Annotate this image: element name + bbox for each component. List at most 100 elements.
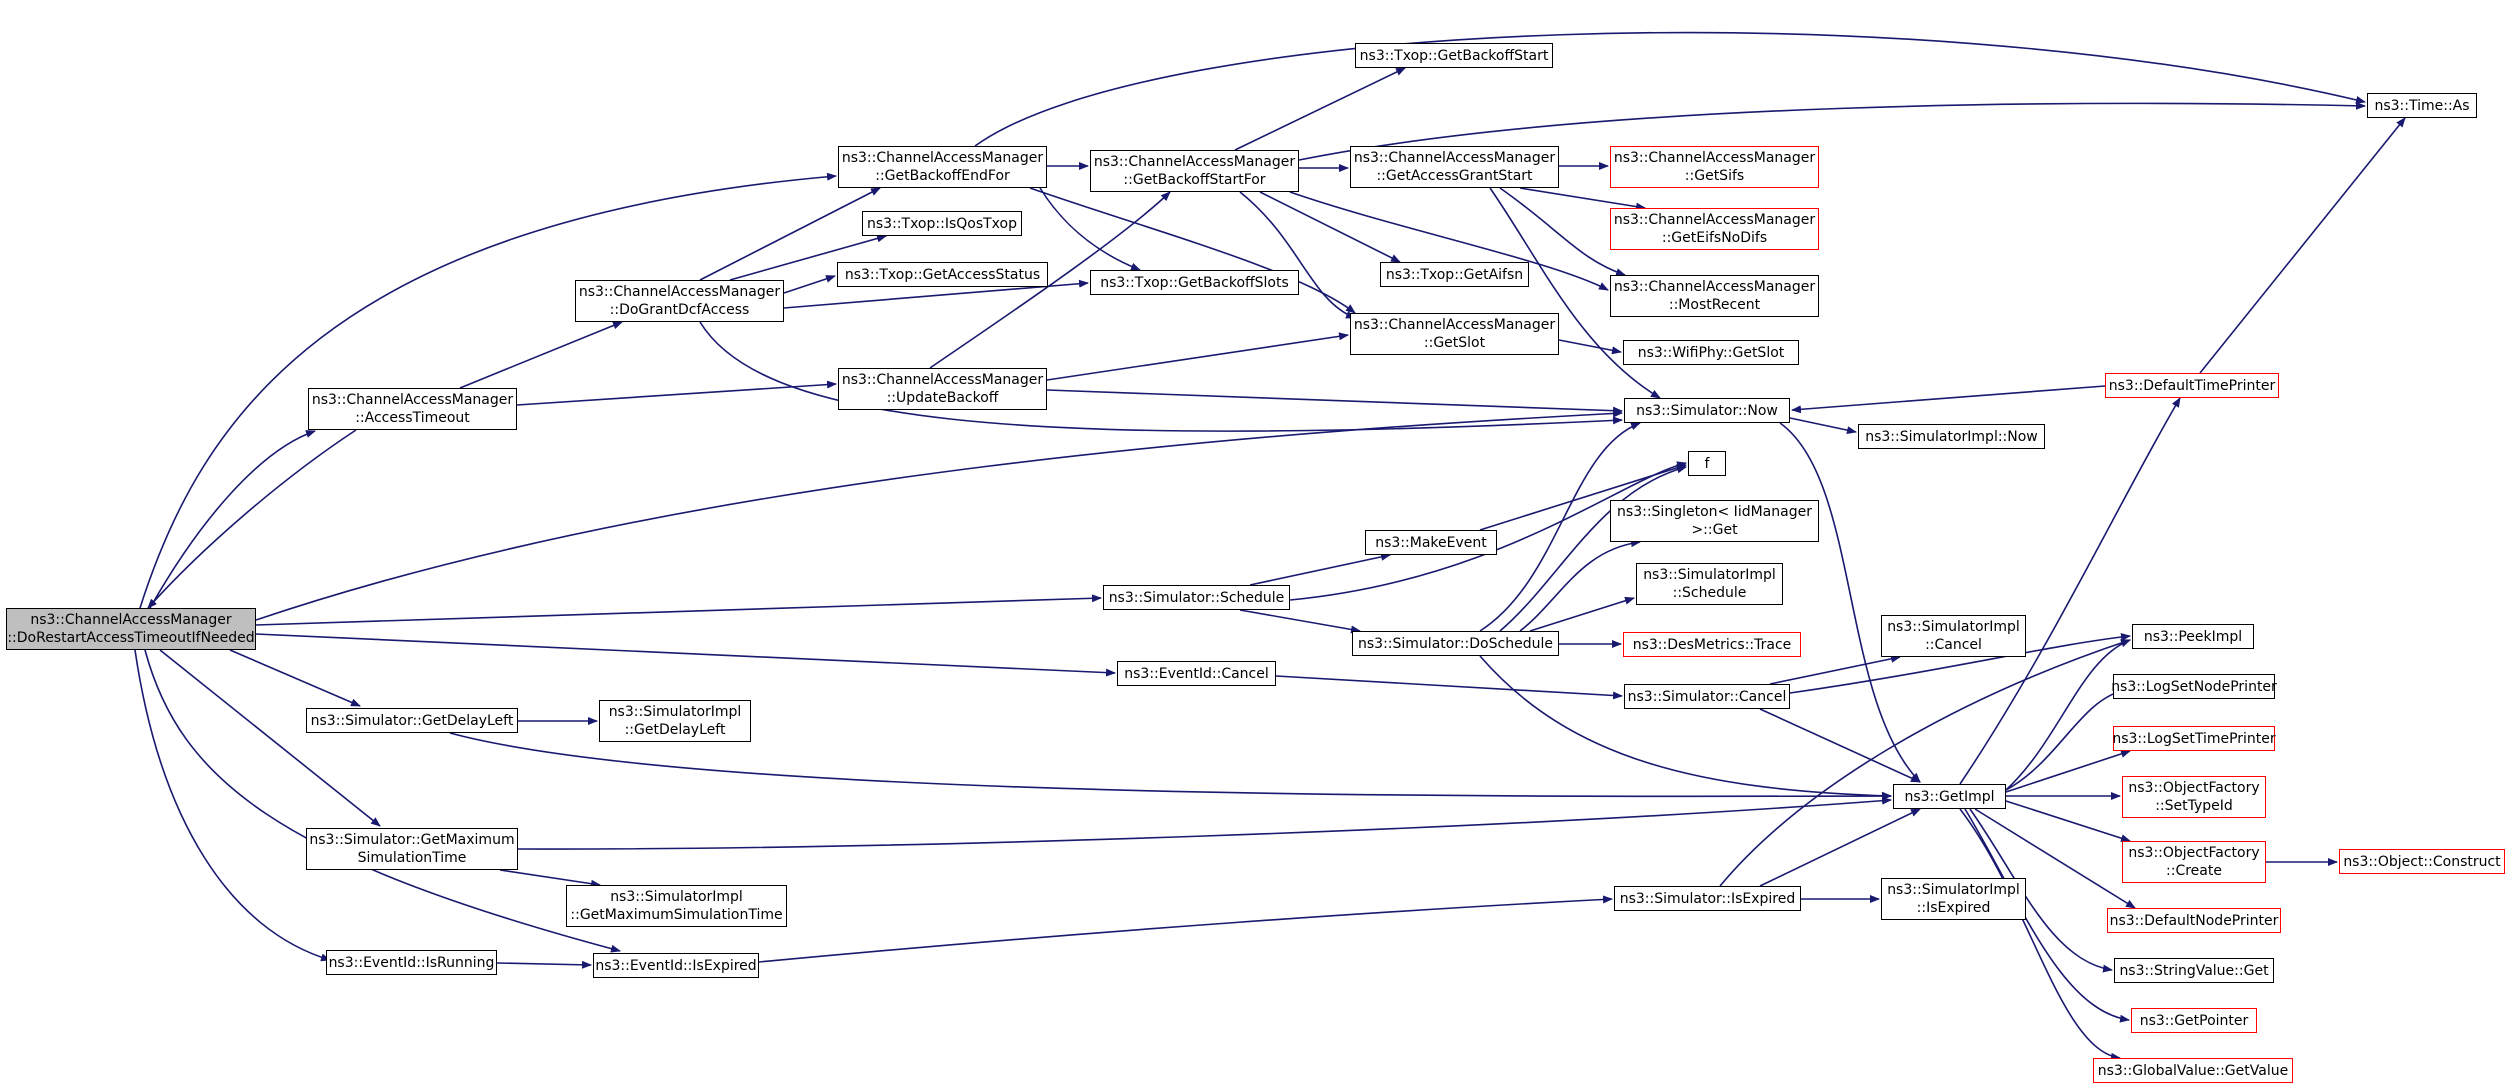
node-simulator-do-schedule[interactable]: ns3::Simulator::DoSchedule [1352,631,1559,656]
node-label: ns3::Txop::IsQosTxop [867,215,1017,232]
node-get-sifs[interactable]: ns3::ChannelAccessManager ::GetSifs [1610,146,1819,188]
node-txop-is-qos-txop[interactable]: ns3::Txop::IsQosTxop [862,211,1022,236]
node-label-line1: ns3::SimulatorImpl [1643,567,1776,583]
node-get-impl[interactable]: ns3::GetImpl [1893,784,2006,809]
edge-update-backoff-to-get-backoff-start-for [929,191,1171,369]
node-label-line1: ns3::ChannelAccessManager [578,284,781,300]
node-label-line2: SimulationTime [357,850,467,866]
edge-simulator-is-expired-to-peek-impl [1719,639,2131,887]
edge-get-impl-to-default-node-printer [1974,808,2136,909]
node-txop-get-access-status[interactable]: ns3::Txop::GetAccessStatus [837,262,1048,287]
node-global-value-get-value[interactable]: ns3::GlobalValue::GetValue [2093,1058,2293,1083]
node-access-timeout[interactable]: ns3::ChannelAccessManager ::AccessTimeou… [308,388,517,430]
node-label-line1: ns3::ObjectFactory [2128,845,2260,861]
node-txop-get-aifsn[interactable]: ns3::Txop::GetAifsn [1380,262,1529,287]
node-label-line1: ns3::SimulatorImpl [1887,619,2020,635]
node-string-value-get[interactable]: ns3::StringValue::Get [2114,958,2274,983]
edge-get-impl-to-get-pointer [1964,808,2130,1023]
node-event-id-is-running[interactable]: ns3::EventId::IsRunning [326,950,497,975]
edge-root-to-get-delay-left [229,649,361,707]
node-label-line1: ns3::ObjectFactory [2128,780,2260,796]
node-time-as[interactable]: ns3::Time::As [2367,93,2477,118]
node-label-line1: ns3::ChannelAccessManager [311,392,514,408]
node-label: ns3::StringValue::Get [2119,962,2269,979]
node-label: ns3::Object::Construct [2343,853,2501,870]
node-label-line2: >::Get [1691,522,1738,538]
node-do-grant-dcf-access[interactable]: ns3::ChannelAccessManager ::DoGrantDcfAc… [575,280,784,322]
edge-get-maximum-simulation-time-to-get-impl [517,796,1892,850]
node-wifi-phy-get-slot[interactable]: ns3::WifiPhy::GetSlot [1623,340,1799,365]
node-log-set-time-printer[interactable]: ns3::LogSetTimePrinter [2112,726,2276,751]
node-simulator-schedule[interactable]: ns3::Simulator::Schedule [1103,585,1290,610]
node-label: ns3::Simulator::Cancel [1627,688,1787,705]
edge-get-impl-to-default-time-printer [1959,397,2181,785]
node-get-slot[interactable]: ns3::ChannelAccessManager ::GetSlot [1350,313,1559,355]
node-most-recent[interactable]: ns3::ChannelAccessManager ::MostRecent [1610,275,1819,317]
node-des-metrics-trace[interactable]: ns3::DesMetrics::Trace [1623,632,1801,657]
node-label: ns3::GetImpl [1904,788,1995,805]
node-simulator-now[interactable]: ns3::Simulator::Now [1624,398,1790,423]
edge-get-impl-to-global-value-get-value [1959,808,2121,1061]
node-simulator-is-expired[interactable]: ns3::Simulator::IsExpired [1614,886,1801,911]
node-label-line2: ::SetTypeId [2155,798,2233,814]
edge-simulator-now-to-get-impl [1779,422,1921,783]
node-simulator-impl-get-maximum-simulation-time[interactable]: ns3::SimulatorImpl ::GetMaximumSimulatio… [566,885,787,927]
edge-do-grant-dcf-access-to-txop-get-access-status [783,275,836,294]
node-simulator-impl-now[interactable]: ns3::SimulatorImpl::Now [1858,424,2045,449]
node-simulator-impl-is-expired[interactable]: ns3::SimulatorImpl ::IsExpired [1881,878,2026,920]
node-get-pointer[interactable]: ns3::GetPointer [2131,1008,2257,1033]
node-simulator-cancel[interactable]: ns3::Simulator::Cancel [1624,684,1790,709]
node-get-maximum-simulation-time[interactable]: ns3::Simulator::GetMaximum SimulationTim… [306,828,518,870]
node-label: ns3::EventId::IsExpired [595,957,757,974]
node-txop-get-backoff-start[interactable]: ns3::Txop::GetBackoffStart [1355,43,1553,68]
node-label-line2: ::GetSifs [1684,168,1745,184]
node-label-line1: ns3::ChannelAccessManager [1353,317,1556,333]
node-get-access-grant-start[interactable]: ns3::ChannelAccessManager ::GetAccessGra… [1350,146,1559,188]
node-label: ns3::DefaultNodePrinter [2109,912,2279,929]
node-label: ns3::Simulator::Schedule [1108,589,1285,606]
edge-root-to-event-id-cancel [255,633,1116,677]
node-label-line1: ns3::ChannelAccessManager [1353,150,1556,166]
node-default-time-printer[interactable]: ns3::DefaultTimePrinter [2105,373,2279,398]
node-label-line2: ::GetMaximumSimulationTime [570,907,783,923]
node-object-construct[interactable]: ns3::Object::Construct [2339,849,2505,874]
edge-get-access-grant-start-to-simulator-now [1489,187,1661,399]
node-event-id-cancel[interactable]: ns3::EventId::Cancel [1117,661,1276,686]
node-label-line2: ::IsExpired [1916,900,1991,916]
edge-default-time-printer-to-simulator-now [1791,385,2106,414]
node-get-backoff-end-for[interactable]: ns3::ChannelAccessManager ::GetBackoffEn… [838,146,1047,188]
node-label: ns3::Txop::GetAccessStatus [844,266,1041,283]
node-peek-impl[interactable]: ns3::PeekImpl [2132,624,2254,649]
node-update-backoff[interactable]: ns3::ChannelAccessManager ::UpdateBackof… [838,368,1047,410]
node-get-backoff-start-for[interactable]: ns3::ChannelAccessManager ::GetBackoffSt… [1090,150,1299,192]
node-default-node-printer[interactable]: ns3::DefaultNodePrinter [2107,908,2281,933]
node-simulator-impl-schedule[interactable]: ns3::SimulatorImpl ::Schedule [1636,563,1783,605]
node-object-factory-set-type-id[interactable]: ns3::ObjectFactory ::SetTypeId [2122,776,2266,818]
edge-simulator-cancel-to-peek-impl [1789,633,2131,694]
node-make-event[interactable]: ns3::MakeEvent [1365,530,1497,555]
node-object-factory-create[interactable]: ns3::ObjectFactory ::Create [2122,841,2266,883]
edge-get-backoff-start-for-to-time-as [1298,101,2366,161]
edge-simulator-cancel-to-get-impl [1759,708,1921,783]
edge-get-backoff-start-for-to-most-recent [1289,191,1609,291]
node-txop-get-backoff-slots[interactable]: ns3::Txop::GetBackoffSlots [1090,270,1299,295]
edge-root-to-simulator-schedule [255,594,1102,626]
edge-simulator-do-schedule-to-f [1499,465,1687,632]
edge-root-to-get-maximum-simulation-time [159,649,381,827]
node-get-eifs-no-difs[interactable]: ns3::ChannelAccessManager ::GetEifsNoDif… [1610,208,1819,250]
node-label-line1: ns3::ChannelAccessManager [1613,150,1816,166]
node-label: ns3::Simulator::GetDelayLeft [310,712,514,729]
node-label-line2: ::AccessTimeout [355,410,470,426]
node-label-line1: ns3::Singleton< IidManager [1617,504,1812,520]
node-simulator-impl-get-delay-left[interactable]: ns3::SimulatorImpl ::GetDelayLeft [599,700,751,742]
node-get-delay-left[interactable]: ns3::Simulator::GetDelayLeft [306,708,518,733]
node-label: ns3::WifiPhy::GetSlot [1637,344,1785,361]
node-label: ns3::DefaultTimePrinter [2108,377,2276,394]
node-event-id-is-expired[interactable]: ns3::EventId::IsExpired [593,953,759,978]
node-f[interactable]: f [1688,451,1726,476]
edge-root-to-get-backoff-end-for [139,172,837,609]
node-log-set-node-printer[interactable]: ns3::LogSetNodePrinter [2111,674,2277,699]
node-label-line2: ::GetBackoffEndFor [875,168,1010,184]
node-simulator-impl-cancel[interactable]: ns3::SimulatorImpl ::Cancel [1881,615,2026,657]
node-singleton-get[interactable]: ns3::Singleton< IidManager >::Get [1610,500,1819,542]
